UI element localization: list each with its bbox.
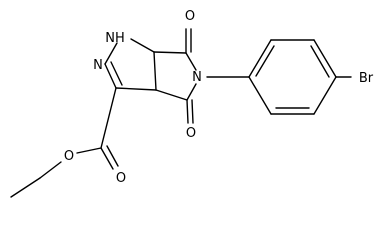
- bond-ester-c-o-carbonyl-b: [106, 145, 119, 167]
- atom-n-imide: N: [192, 70, 202, 85]
- atom-o-top: O: [185, 9, 195, 24]
- bond-c3-n2-double-b: [110, 61, 123, 86]
- bond-c4-o-bottom-b: [191, 99, 194, 124]
- atom-n-ring: N: [93, 58, 103, 73]
- bond-n5-c4: [186, 83, 197, 101]
- bond-ph-3: [313, 39, 337, 78]
- bond-n2-n1: [104, 42, 118, 65]
- bond-ph-1-inner: [255, 45, 275, 77]
- bonds: [10, 28, 352, 198]
- bond-c6a-c6: [153, 51, 187, 54]
- atom-nh: NH: [105, 31, 125, 46]
- bond-c3a-c3: [115, 87, 157, 91]
- bond-c6a-c3a: [153, 51, 157, 91]
- bond-ph-1: [248, 39, 272, 78]
- structure-canvas: NH N N O O O O Br: [10, 9, 374, 198]
- bond-c3-ester-c: [100, 87, 117, 149]
- bond-ester-c-o: [76, 147, 102, 154]
- bond-ch2-ch3: [10, 177, 41, 198]
- bond-c3-n2-double-a: [104, 63, 117, 89]
- bond-ph-6: [248, 76, 272, 115]
- bond-c4-c3a: [155, 89, 188, 101]
- atom-labels: NH N N O O O O Br: [64, 9, 374, 186]
- bond-ph-4: [313, 76, 337, 115]
- atom-o-imide-bottom: O: [186, 126, 196, 141]
- bond-c4-o-bottom-a: [186, 99, 189, 124]
- chemical-structure-diagram: NH N N O O O O Br: [10, 9, 374, 198]
- atom-o-ester: O: [64, 149, 74, 164]
- bond-ester-c-o-carbonyl-a: [100, 147, 114, 170]
- bond-ph-3-inner: [310, 45, 330, 78]
- bond-nh-c6a: [130, 38, 155, 53]
- atom-br: Br: [359, 71, 374, 86]
- bond-c6-n5: [185, 52, 197, 71]
- bond-o-ch2: [39, 161, 62, 179]
- atom-o-ester-carbonyl: O: [116, 171, 126, 186]
